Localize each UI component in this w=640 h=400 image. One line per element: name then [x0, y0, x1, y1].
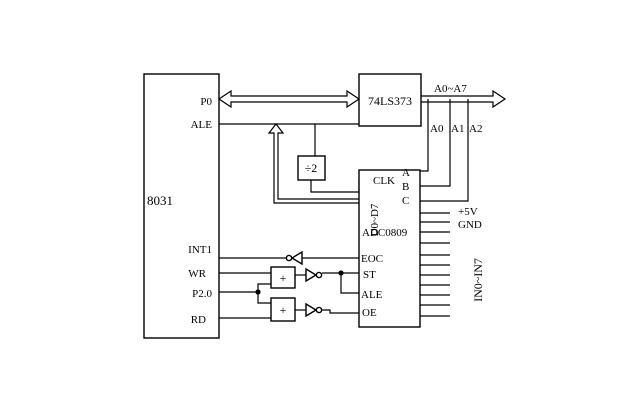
addr-a1-label: A1 [451, 123, 464, 135]
adc-right-pins [420, 212, 450, 317]
latch-name: 74LS373 [368, 94, 412, 108]
pin-p20-label: P2.0 [192, 288, 212, 300]
power-gnd-label: GND [458, 219, 482, 231]
data-bus-arrow [267, 123, 359, 204]
pin-p0-label: P0 [200, 96, 212, 108]
eoc-inverter-icon [285, 250, 303, 266]
address-bus-label: A0~A7 [434, 83, 467, 95]
pin-wr-label: WR [188, 268, 206, 280]
nor-gate-1 [270, 266, 296, 289]
divider-box [297, 155, 326, 181]
p0-bus-arrow [217, 89, 361, 109]
nor-gate-2-symbol: + [280, 303, 287, 317]
adc-name: ADC0809 [362, 227, 408, 239]
power-vcc-label: +5V [458, 206, 478, 218]
adc-pin-eoc: EOC [361, 253, 383, 265]
adc-pin-st: ST [363, 269, 376, 281]
divider-label: ÷2 [305, 161, 318, 175]
a2-line [420, 99, 469, 202]
p20-to-gate2-wire [257, 292, 271, 304]
addr-a0-label: A0 [430, 123, 444, 135]
a1-line [420, 99, 451, 187]
adc-pin-b: B [402, 181, 409, 193]
oe-inverter-icon [305, 302, 323, 318]
nor-gate-1-symbol: + [280, 271, 287, 285]
st-inverter-icon [305, 267, 323, 283]
pin-rd-label: RD [191, 314, 206, 326]
a0-line [420, 99, 429, 172]
adc-0809-box [358, 169, 421, 328]
addr-a2-label: A2 [469, 123, 482, 135]
p20-junction-dot [255, 289, 261, 295]
latch-74ls373-box [358, 73, 422, 127]
adc-pin-a: A [402, 167, 410, 179]
adc-pin-c: C [402, 195, 409, 207]
adc-pin-clk: CLK [373, 175, 395, 187]
st-ale-wire [340, 273, 359, 294]
analog-inputs-label: IN0~IN7 [471, 258, 485, 302]
pin-ale-label: ALE [191, 119, 213, 131]
mcu-name: 8031 [147, 193, 173, 208]
address-bus-arrow [421, 89, 507, 109]
adc-pin-oe: OE [362, 307, 377, 319]
p20-to-gate1-wire [257, 283, 271, 292]
oe-wire [322, 309, 359, 314]
st-junction-dot [338, 270, 344, 276]
mcu-8031-box [143, 73, 220, 339]
adc-pin-ale: ALE [361, 289, 383, 301]
adc-pin-d0d7: D0~D7 [369, 203, 381, 236]
pin-int1-label: INT1 [188, 244, 212, 256]
